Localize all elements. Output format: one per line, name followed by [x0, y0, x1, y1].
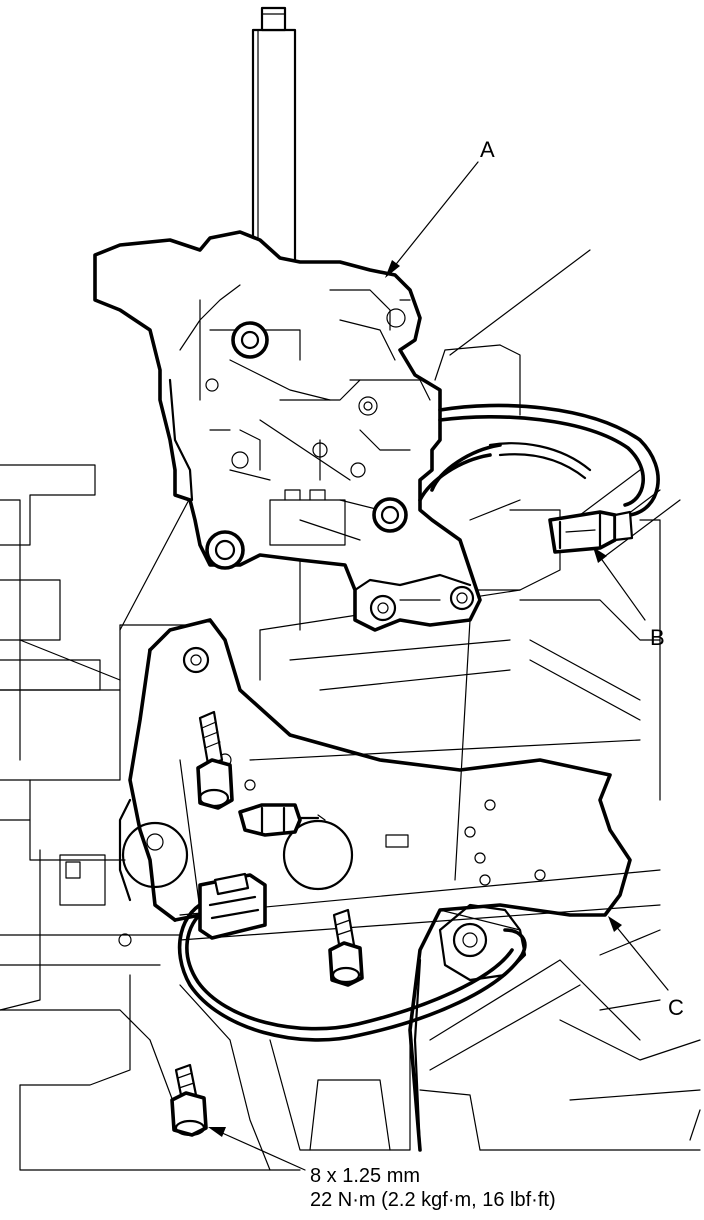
- arrow-b: [593, 547, 607, 563]
- callout-a: A: [480, 137, 495, 162]
- arrow-a: [385, 260, 400, 278]
- arrow-c: [608, 916, 622, 932]
- bolt-lower: [170, 1063, 208, 1137]
- bolt-torque-spec: 22 N·m (2.2 kgf·m, 16 lbf·ft): [310, 1189, 556, 1211]
- arrow-bolt: [208, 1127, 226, 1137]
- bolt-middle: [328, 908, 364, 987]
- base-bracket: [118, 618, 632, 1152]
- bolt-upper-left: [196, 710, 234, 810]
- bolts: [170, 710, 364, 1137]
- callout-b: B: [650, 625, 665, 650]
- leader-lines: [208, 161, 669, 1171]
- shift-lever-assembly: [93, 230, 482, 632]
- bolt-size-spec: 8 x 1.25 mm: [310, 1165, 420, 1187]
- callout-labels: A B C 8 x 1.25 mm 22 N·m (2.2 kgf·m, 16 …: [310, 137, 684, 1211]
- harness-c: [177, 803, 527, 1042]
- harness-b: [418, 403, 660, 554]
- callout-c: C: [668, 995, 684, 1020]
